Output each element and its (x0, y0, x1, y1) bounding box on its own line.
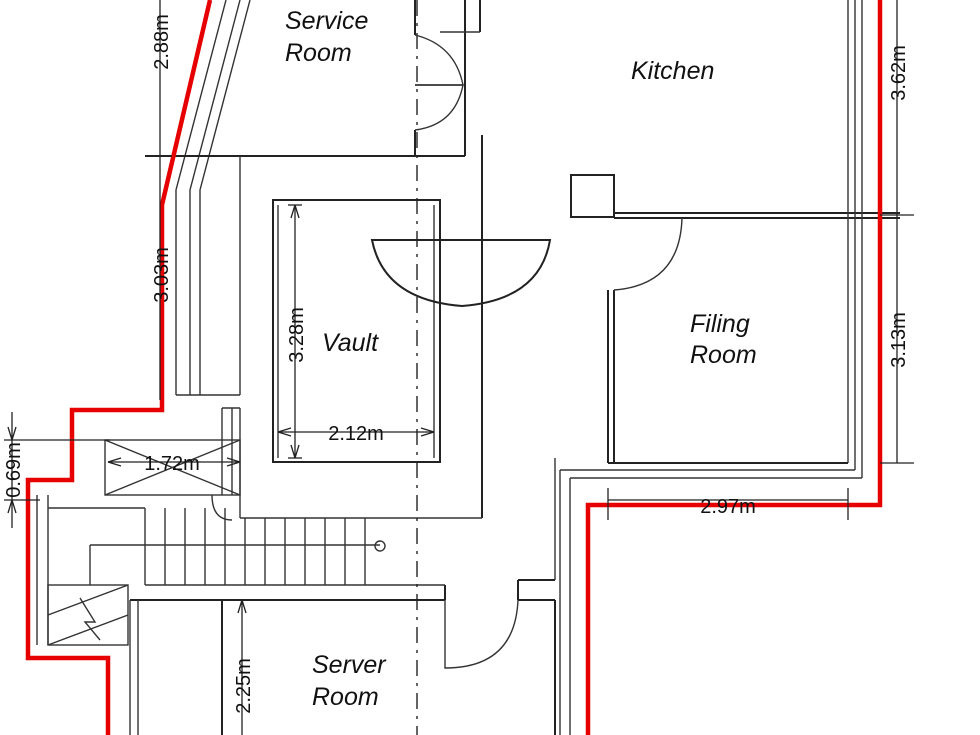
room-label-kitchen: Kitchen (631, 57, 714, 85)
doors (211, 34, 683, 669)
dim-label-212: 2.12m (328, 423, 384, 445)
dim-label-225: 2.25m (233, 658, 255, 714)
stair-treads (164, 508, 366, 585)
room-label-service-1: Service (285, 7, 368, 35)
room-labels: Service Room Kitchen Vault Filing Room S… (285, 7, 757, 711)
dim-label-288: 2.88m (151, 14, 173, 70)
dim-label-172: 1.72m (144, 453, 200, 475)
room-label-server-1: Server (312, 651, 387, 679)
dim-label-297: 2.97m (700, 496, 756, 518)
boundary-line (25, 0, 883, 735)
walls (36, 0, 900, 735)
dimension-lines (4, 0, 914, 735)
room-label-server-2: Room (312, 683, 379, 711)
dim-label-362: 3.62m (888, 45, 910, 101)
room-label-service-2: Room (285, 39, 352, 67)
dimension-labels: 2.88m 3.03m 3.62m 3.13m 3.28m 2.12m 1.72… (3, 14, 910, 714)
dim-label-328: 3.28m (286, 307, 308, 363)
dim-label-069: 0.69m (3, 442, 25, 498)
room-label-filing-1: Filing (690, 310, 750, 338)
room-label-vault: Vault (322, 329, 379, 357)
room-label-filing-2: Room (690, 341, 757, 369)
dim-label-303: 3.03m (151, 247, 173, 303)
dim-label-313: 3.13m (888, 312, 910, 368)
